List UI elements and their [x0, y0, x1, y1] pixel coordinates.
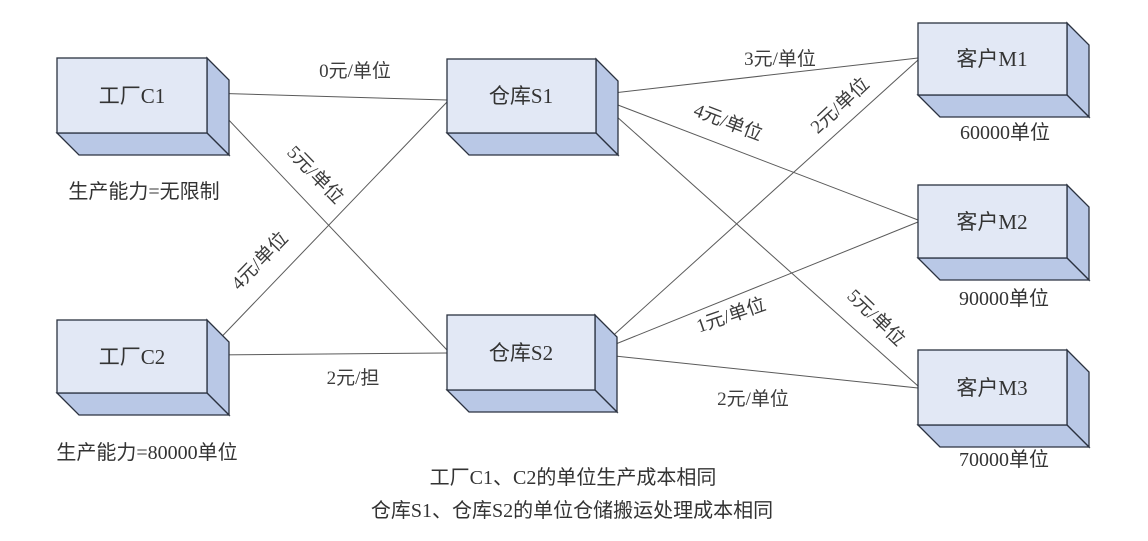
- node-label-c2: 工厂C2: [99, 345, 166, 369]
- edge-label-s1-m2: 4元/单位: [691, 99, 766, 145]
- node-warehouse-s1: 仓库S1: [445, 57, 620, 157]
- edge-label-s2-m2: 1元/单位: [694, 293, 769, 337]
- edge-c2-s2: [206, 352, 448, 356]
- node-label-s2: 仓库S2: [489, 341, 553, 365]
- note-warehouse-cost: 仓库S1、仓库S2的单位仓储搬运处理成本相同: [371, 499, 773, 522]
- box-front-face: [917, 349, 1068, 426]
- edge-c1-s1: [206, 92, 448, 101]
- box-front-face: [446, 314, 596, 391]
- edge-s1-m3: [596, 98, 919, 387]
- node-warehouse-s2: 仓库S2: [445, 313, 619, 414]
- node-label-m1: 客户M1: [956, 47, 1027, 71]
- edge-label-c2-s2: 2元/担: [327, 367, 380, 389]
- edge-s2-m2: [595, 221, 919, 353]
- edge-s1-m2: [596, 96, 919, 221]
- box-bottom-face: [55, 132, 231, 156]
- edge-s2-m3: [595, 353, 919, 389]
- node-label-s1: 仓库S1: [489, 84, 553, 108]
- box-bottom-face: [916, 94, 1091, 118]
- box-bottom-face: [916, 424, 1091, 448]
- box-front-face: [917, 22, 1068, 96]
- box-bottom-face: [445, 389, 619, 413]
- node-label-m2: 客户M2: [956, 210, 1027, 234]
- annotation-m1-demand: 60000单位: [960, 121, 1050, 144]
- annotation-c2-capacity: 生产能力=80000单位: [56, 441, 237, 464]
- node-factory-c1: 工厂C1: [55, 56, 231, 157]
- edge-label-c1-s1: 0元/单位: [319, 60, 391, 82]
- edge-s2-m1: [595, 59, 919, 352]
- edge-label-s2-m1: 2元/单位: [806, 73, 874, 138]
- edge-label-c2-s1: 4元/单位: [227, 227, 293, 294]
- node-customer-m3: 客户M3: [916, 348, 1091, 449]
- box-front-face: [446, 58, 597, 134]
- annotation-c1-capacity: 生产能力=无限制: [68, 180, 219, 203]
- edge-label-s1-m1: 3元/单位: [744, 48, 816, 70]
- node-label-m3: 客户M3: [956, 376, 1027, 400]
- note-production-cost: 工厂C1、C2的单位生产成本相同: [430, 466, 717, 489]
- node-label-c1: 工厂C1: [99, 84, 166, 108]
- edge-label-s1-m3: 5元/单位: [843, 285, 910, 351]
- edge-c1-s2: [206, 96, 448, 351]
- box-bottom-face: [916, 257, 1091, 281]
- edge-label-c1-s2: 5元/单位: [282, 141, 348, 208]
- box-front-face: [917, 184, 1068, 259]
- node-factory-c2: 工厂C2: [55, 318, 231, 417]
- box-front-face: [56, 319, 208, 394]
- node-customer-m2: 客户M2: [916, 183, 1091, 282]
- box-bottom-face: [55, 392, 231, 416]
- box-front-face: [56, 57, 208, 134]
- edge-s1-m1: [595, 57, 919, 96]
- edges-layer: [206, 57, 919, 389]
- box-bottom-face: [445, 132, 620, 156]
- annotation-m2-demand: 90000单位: [959, 287, 1049, 310]
- annotation-m3-demand: 70000单位: [959, 448, 1049, 471]
- edge-label-s2-m3: 2元/单位: [717, 388, 789, 410]
- node-customer-m1: 客户M1: [916, 21, 1091, 119]
- edge-c2-s1: [206, 101, 448, 353]
